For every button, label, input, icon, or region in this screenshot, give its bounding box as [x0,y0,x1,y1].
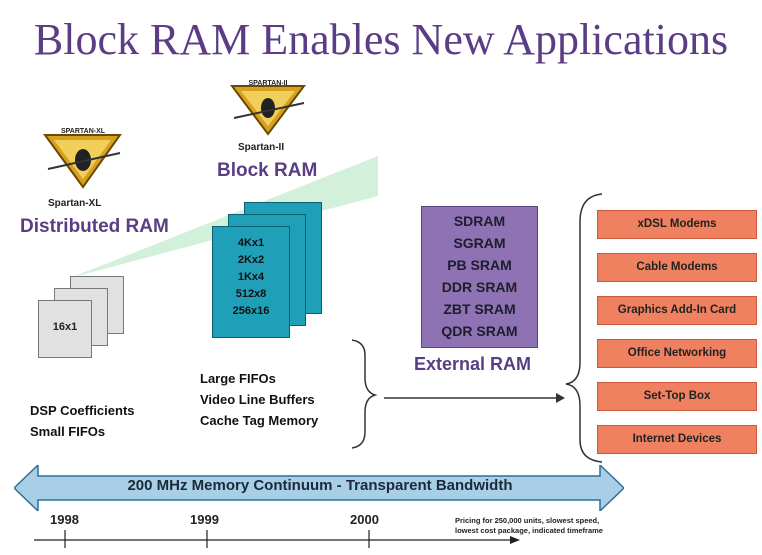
application-box: Cable Modems [597,253,757,282]
external-ram-type: PB SRAM [447,257,512,273]
application-box: Office Networking [597,339,757,368]
block-uses: Large FIFOs Video Line Buffers Cache Tag… [200,368,318,431]
use-item: Small FIFOs [30,424,106,439]
use-item: Large FIFOs [200,371,276,386]
continuum-arrow [14,465,624,511]
application-box: Set-Top Box [597,382,757,411]
block-config: 2Kx2 [237,254,265,266]
timeline-year: 2000 [350,512,379,527]
external-ram-type: SGRAM [453,235,506,251]
external-ram-box: SDRAM SGRAM PB SRAM DDR SRAM ZBT SRAM QD… [421,206,538,348]
block-config: 1Kx4 [237,271,265,283]
spartan-xl-caption: Spartan-XL [48,198,102,209]
external-ram-type: QDR SRAM [441,323,518,339]
external-ram-type: SDRAM [453,213,506,229]
timeline-year: 1999 [190,512,219,527]
pricing-note: Pricing for 250,000 units, slowest speed… [455,516,603,536]
spartan-ii-logo-icon [230,85,306,136]
block-ram-label: Block RAM [217,160,318,181]
timeline-year: 1998 [50,512,79,527]
block-config: 4Kx1 [237,237,265,249]
spartan-xl-logo-icon [43,134,122,189]
distributed-uses: DSP Coefficients Small FIFOs [30,400,135,442]
external-ram-type: ZBT SRAM [443,301,516,317]
distributed-ram-label: Distributed RAM [20,216,169,237]
application-box: xDSL Modems [597,210,757,239]
pricing-note-line: lowest cost package, indicated timeframe [455,526,603,535]
distributed-size: 16x1 [52,321,78,333]
external-ram-type: DDR SRAM [441,279,518,295]
block-config: 256x16 [232,305,270,317]
external-ram-label: External RAM [414,354,532,374]
spartan-xl-logo-text: SPARTAN-XL [60,128,106,135]
use-item: DSP Coefficients [30,403,135,418]
slide-title: Block RAM Enables New Applications [33,15,729,64]
continuum-label: 200 MHz Memory Continuum - Transparent B… [127,477,513,494]
block-card-front: 4Kx1 2Kx2 1Kx4 512x8 256x16 [212,226,290,338]
spartan-ii-caption: Spartan-II [238,142,285,153]
block-config: 512x8 [235,288,267,300]
use-item: Video Line Buffers [200,392,315,407]
pricing-note-line: Pricing for 250,000 units, slowest speed… [455,516,600,525]
application-box: Internet Devices [597,425,757,454]
distributed-card-front: 16x1 [38,300,92,358]
application-box: Graphics Add-In Card [597,296,757,325]
use-item: Cache Tag Memory [200,413,319,428]
spartan-ii-logo-text: SPARTAN-II [248,80,288,87]
